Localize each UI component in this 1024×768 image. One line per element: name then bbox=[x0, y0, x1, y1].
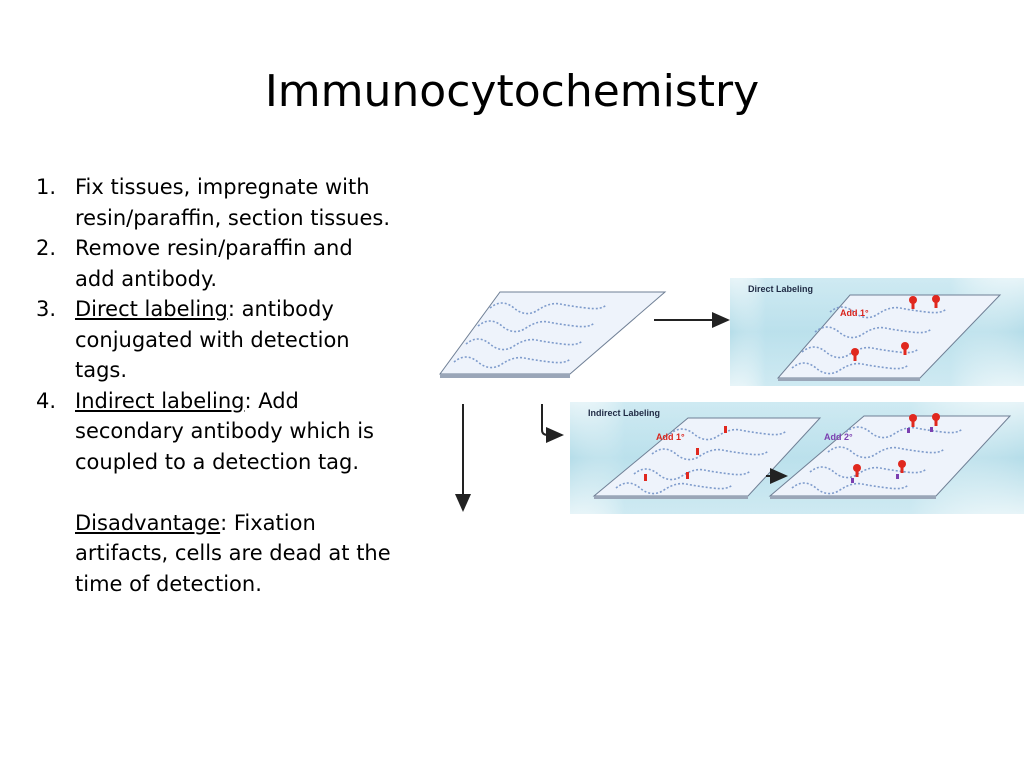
disadvantage-note: Disadvantage: Fixation artifacts, cells … bbox=[36, 508, 396, 600]
arrow-to-indirect-icon bbox=[541, 404, 564, 443]
list-item: 2. Remove resin/paraffin and add antibod… bbox=[36, 233, 396, 294]
disadvantage-text: : Fixation artifacts, cells are dead at … bbox=[75, 510, 391, 596]
item-term: Indirect labeling bbox=[75, 388, 245, 413]
tissue-slide bbox=[439, 291, 667, 378]
list-item: 1. Fix tissues, impregnate with resin/pa… bbox=[36, 172, 396, 233]
detection-tag-icon bbox=[851, 295, 940, 361]
direct-labeling-panel: Direct Labeling Add 1° bbox=[730, 278, 1024, 386]
list-item: 3. Direct labeling: antibody conjugated … bbox=[36, 294, 396, 386]
indirect-labeling-panel: Indirect Labeling Add 1° Add 2° bbox=[570, 402, 1024, 514]
slide-icon bbox=[768, 415, 1012, 499]
slide-icon bbox=[592, 417, 822, 499]
direct-panel-label: Direct Labeling bbox=[748, 284, 813, 294]
labeling-diagram: Direct Labeling Add 1° Indire bbox=[439, 278, 1024, 514]
item-text: Fix tissues, impregnate with resin/paraf… bbox=[75, 175, 391, 230]
item-term: Direct labeling bbox=[75, 297, 228, 321]
list-item: 4. Indirect labeling: Add secondary anti… bbox=[36, 386, 396, 478]
indirect-panel-label: Indirect Labeling bbox=[588, 408, 660, 418]
add-secondary-label: Add 2° bbox=[824, 432, 853, 442]
slide-title: Immunocytochemistry bbox=[264, 66, 760, 117]
item-text: : antibody conjugated with detection tag… bbox=[75, 297, 350, 382]
disadvantage-term: Disadvantage bbox=[75, 510, 221, 535]
secondary-antibody-icon bbox=[851, 427, 933, 483]
item-number: 2. bbox=[36, 236, 57, 260]
item-text: : Add secondary antibody which is couple… bbox=[75, 388, 374, 474]
slide-icon bbox=[776, 294, 1002, 381]
detection-tag-icon bbox=[853, 413, 940, 477]
item-text: Remove resin/paraffin and add antibody. bbox=[75, 236, 353, 291]
item-number: 4. bbox=[36, 388, 57, 413]
item-number: 3. bbox=[36, 297, 57, 321]
primary-antibody-icon bbox=[644, 426, 727, 481]
item-number: 1. bbox=[36, 175, 57, 199]
add-primary-label: Add 1° bbox=[656, 432, 685, 442]
step-list: 1. Fix tissues, impregnate with resin/pa… bbox=[36, 172, 396, 599]
add-primary-label: Add 1° bbox=[840, 308, 869, 318]
